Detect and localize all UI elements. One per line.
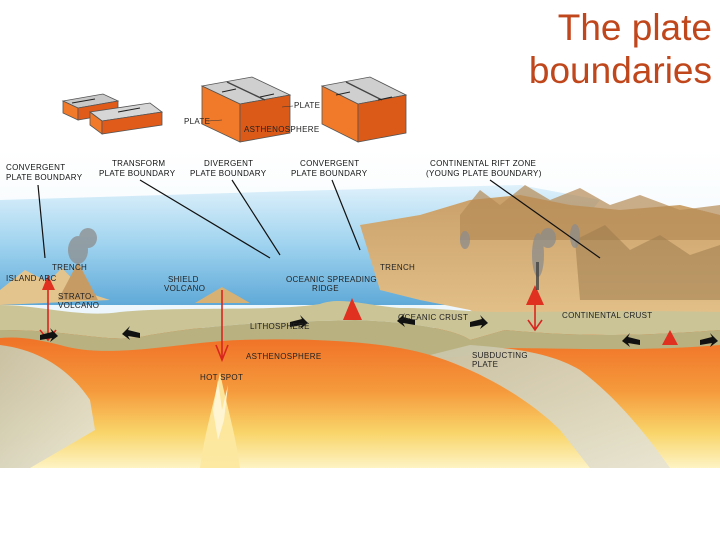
label-trench-left: TRENCH bbox=[52, 263, 87, 272]
cross-section bbox=[0, 150, 720, 468]
label-island-arc: ISLAND ARC bbox=[6, 274, 57, 283]
volcano-plumes bbox=[68, 224, 580, 277]
label-convergent-mid-2: PLATE BOUNDARY bbox=[291, 169, 368, 178]
ridge-magma bbox=[343, 298, 362, 320]
label-convergent-left-1: CONVERGENT bbox=[6, 163, 65, 172]
label-continental-crust: CONTINENTAL CRUST bbox=[562, 311, 652, 320]
inset-convergent-block bbox=[320, 76, 408, 143]
label-hot-spot: HOT SPOT bbox=[200, 373, 243, 382]
label-lithosphere: LITHOSPHERE bbox=[250, 322, 310, 331]
inset-label-asthenosphere: ASTHENOSPHERE bbox=[244, 125, 319, 134]
label-divergent-2: PLATE BOUNDARY bbox=[190, 169, 267, 178]
pointer-lines bbox=[37, 179, 601, 259]
motion-arrows bbox=[40, 313, 718, 347]
inset-label-plate-right: PLATE bbox=[294, 101, 320, 110]
label-ridge-2: RIDGE bbox=[312, 284, 339, 293]
feature-labels: TRENCH ISLAND ARC STRATO- VOLCANO SHIELD… bbox=[6, 263, 652, 382]
label-divergent-1: DIVERGENT bbox=[204, 159, 253, 168]
label-rift-1: CONTINENTAL RIFT ZONE bbox=[430, 159, 536, 168]
label-transform-1: TRANSFORM bbox=[112, 159, 165, 168]
title-line-2: boundaries bbox=[528, 50, 712, 91]
lithosphere-band bbox=[0, 300, 720, 340]
label-trench-right: TRENCH bbox=[380, 263, 415, 272]
inset-transform-block bbox=[61, 93, 164, 135]
label-convergent-mid-1: CONVERGENT bbox=[300, 159, 359, 168]
label-asthenosphere: ASTHENOSPHERE bbox=[246, 352, 321, 361]
label-strato-2: VOLCANO bbox=[58, 301, 99, 310]
label-ridge-1: OCEANIC SPREADING bbox=[286, 275, 377, 284]
inset-label-plate-left: PLATE bbox=[184, 117, 210, 126]
slide-title: The plate boundaries bbox=[452, 6, 712, 92]
title-line-1: The plate bbox=[557, 7, 712, 48]
inset-divergent-block bbox=[200, 76, 292, 143]
label-subducting-1: SUBDUCTING bbox=[472, 351, 528, 360]
boundary-headings: CONVERGENT PLATE BOUNDARY TRANSFORM PLAT… bbox=[6, 159, 542, 182]
label-shield-1: SHIELD bbox=[168, 275, 199, 284]
label-oceanic-crust: OCEANIC CRUST bbox=[398, 313, 468, 322]
label-convergent-left-2: PLATE BOUNDARY bbox=[6, 173, 83, 182]
label-shield-2: VOLCANO bbox=[164, 284, 205, 293]
label-transform-2: PLATE BOUNDARY bbox=[99, 169, 176, 178]
label-strato-1: STRATO- bbox=[58, 292, 95, 301]
subducting-slab-left bbox=[0, 345, 95, 468]
inset-labels: PLATE PLATE ASTHENOSPHERE bbox=[184, 101, 320, 134]
subducting-slab-right bbox=[430, 345, 670, 468]
label-subducting-2: PLATE bbox=[472, 360, 498, 369]
label-rift-2: (YOUNG PLATE BOUNDARY) bbox=[426, 169, 542, 178]
